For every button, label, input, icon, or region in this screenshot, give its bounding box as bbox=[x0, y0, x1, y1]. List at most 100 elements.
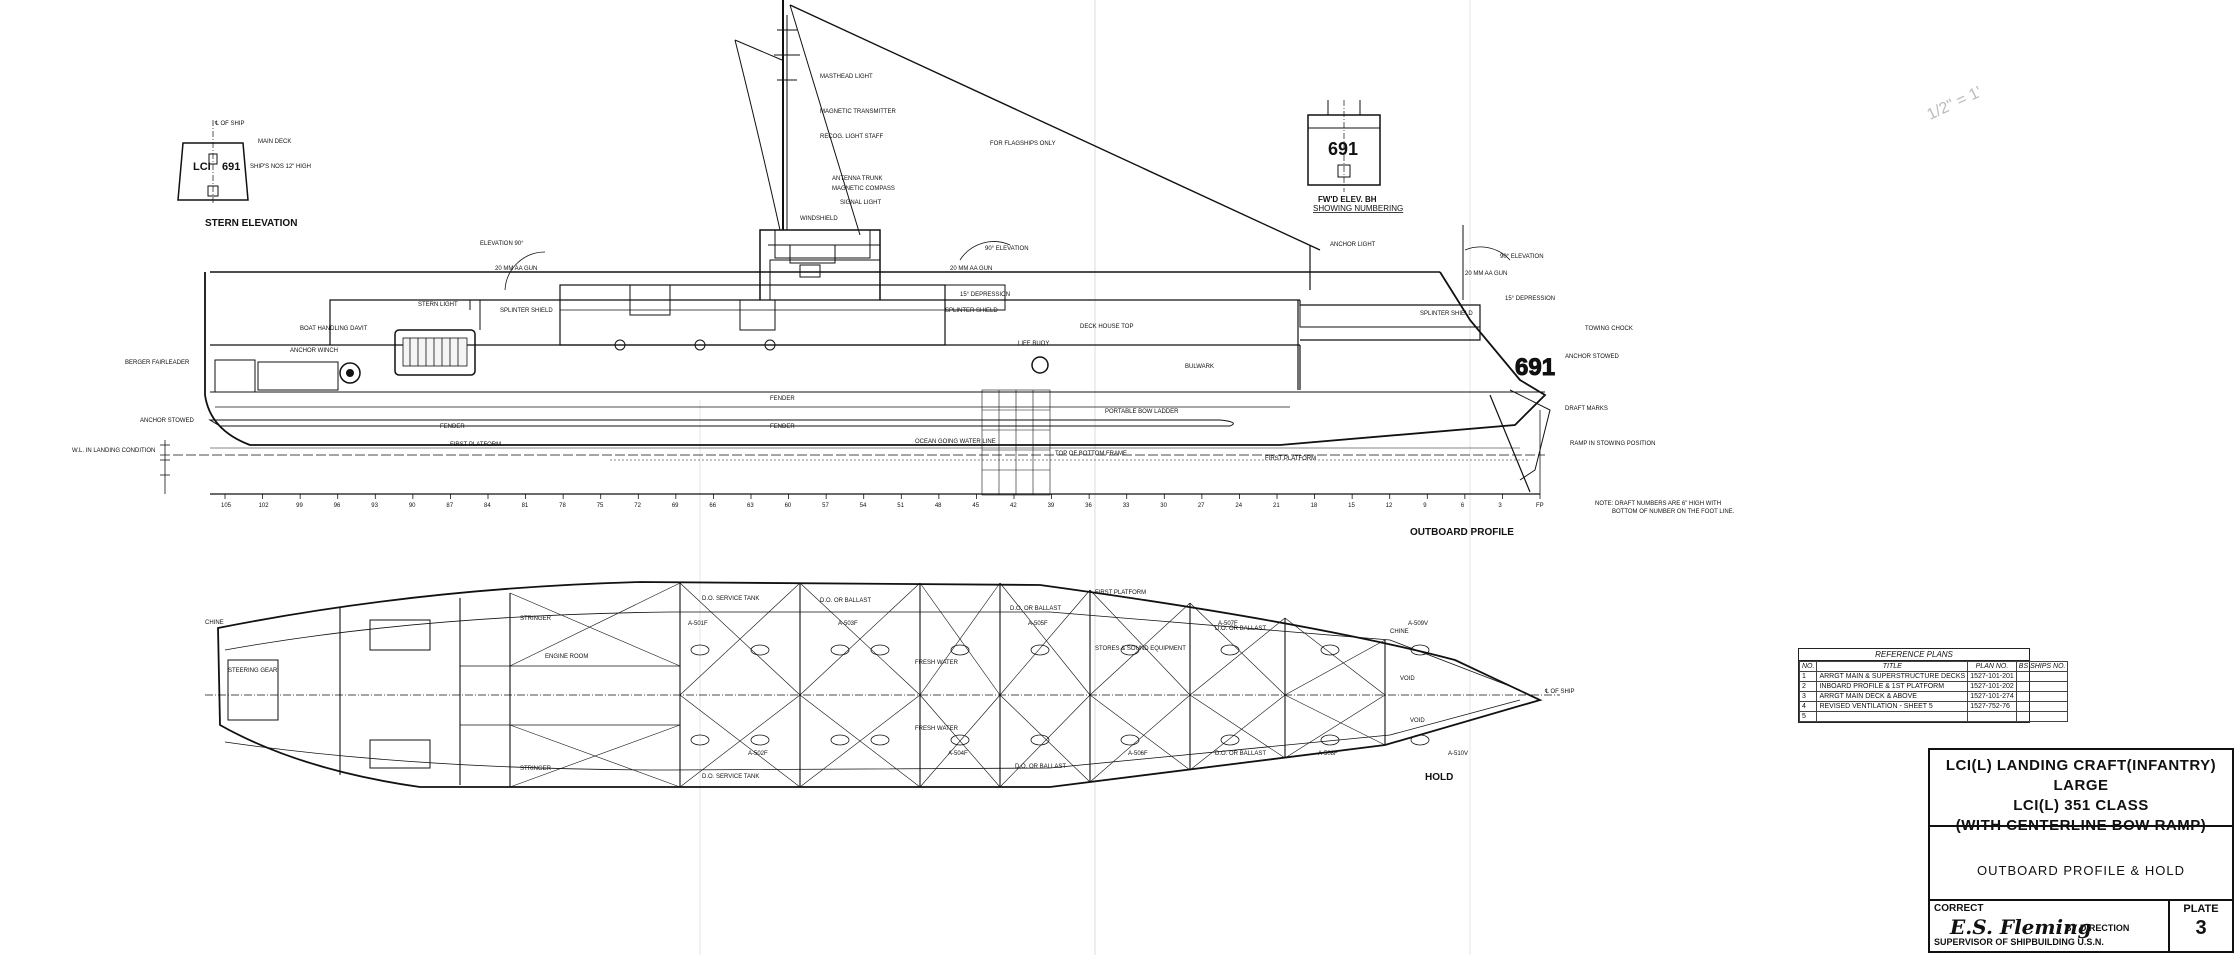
label-anchor-winch: ANCHOR WINCH bbox=[290, 348, 338, 354]
ref-col-plan: PLAN NO. bbox=[1967, 661, 2017, 672]
compartment-label: A-506F bbox=[1128, 751, 1148, 757]
reference-plan-row: 5 bbox=[1798, 711, 2069, 722]
label-fender-3: FENDER bbox=[770, 396, 795, 402]
hold-label-chine-2: CHINE bbox=[1390, 629, 1409, 635]
frame-number: 36 bbox=[1085, 503, 1092, 509]
frame-number: 42 bbox=[1010, 503, 1017, 509]
label-signal-light: SIGNAL LIGHT bbox=[840, 200, 881, 206]
frame-number: 105 bbox=[221, 503, 232, 509]
reference-plan-cell: REVISED VENTILATION - SHEET 5 bbox=[1816, 701, 1969, 712]
profile-bow-hull-number: 691 bbox=[1515, 354, 1555, 381]
hold-label-fresh-water-2: FRESH WATER bbox=[915, 726, 959, 732]
manhole bbox=[690, 644, 710, 656]
plate-number: 3 bbox=[2195, 917, 2207, 939]
stern-ships-nos-note: SHIP'S NOS 12" HIGH bbox=[250, 164, 311, 170]
frame-number: 39 bbox=[1048, 503, 1055, 509]
hold-label-stores: STORES & SOUND EQUIPMENT bbox=[1095, 646, 1186, 652]
frame-number: 75 bbox=[597, 503, 604, 509]
label-fender-2: FENDER bbox=[770, 424, 795, 430]
frame-number: 66 bbox=[709, 503, 716, 509]
manhole bbox=[870, 734, 890, 746]
reference-plans-title: REFERENCE PLANS bbox=[1799, 649, 2029, 661]
manhole bbox=[1220, 644, 1240, 656]
label-fender-1: FENDER bbox=[440, 424, 465, 430]
frame-number: 6 bbox=[1461, 503, 1465, 509]
hold-label-do-ballast-3: D.O. OR BALLAST bbox=[1215, 626, 1266, 632]
label-splinter-shield-right: SPLINTER SHIELD bbox=[1420, 311, 1473, 317]
reference-plan-cell bbox=[2015, 691, 2069, 702]
title-block-drawing: OUTBOARD PROFILE & HOLD bbox=[1930, 827, 2232, 938]
manhole bbox=[1410, 644, 1430, 656]
reference-plan-cell: 5 bbox=[1798, 711, 1818, 722]
stern-elevation-label: STERN ELEVATION bbox=[205, 218, 297, 229]
label-anchor-stowed: ANCHOR STOWED bbox=[140, 418, 195, 424]
hold-label-do-ballast-4: D.O. OR BALLAST bbox=[1015, 764, 1066, 770]
compartment-label: A-510V bbox=[1448, 751, 1468, 757]
frame-number: 48 bbox=[935, 503, 942, 509]
ref-col-title: TITLE bbox=[1816, 661, 1969, 672]
reference-plan-cell: ARRGT MAIN DECK & ABOVE bbox=[1816, 691, 1969, 702]
manhole bbox=[750, 644, 770, 656]
title-line-1: LCI(L) LANDING CRAFT(INFANTRY) LARGE bbox=[1945, 757, 2217, 794]
hold-label-cl: ℄ OF SHIP bbox=[1544, 689, 1575, 695]
label-ocean-going: OCEAN GOING WATER LINE bbox=[915, 439, 996, 445]
manhole bbox=[1030, 644, 1050, 656]
pencil-scale-note: 1/2" = 1' bbox=[1925, 84, 1985, 124]
label-deck-house: DECK HOUSE TOP bbox=[1080, 324, 1133, 330]
frame-number: 87 bbox=[446, 503, 453, 509]
hold-label-stringer-2: STRINGER bbox=[520, 766, 552, 772]
label-for-flagships: FOR FLAGSHIPS ONLY bbox=[990, 141, 1056, 147]
label-gun-right: 20 MM AA GUN bbox=[1465, 271, 1507, 277]
manhole bbox=[950, 734, 970, 746]
reference-plan-cell bbox=[2015, 711, 2069, 722]
reference-plan-cell: 1 bbox=[1798, 671, 1818, 682]
hold-label-engine-room: ENGINE ROOM bbox=[545, 654, 588, 660]
correct-label: CORRECT bbox=[1934, 903, 1984, 914]
label-splinter-shield-mid: SPLINTER SHIELD bbox=[945, 308, 998, 314]
frame-number: 81 bbox=[522, 503, 529, 509]
frame-number: 45 bbox=[972, 503, 979, 509]
label-boat-handling: BOAT HANDLING DAVIT bbox=[300, 326, 368, 332]
label-windshield: WINDSHIELD bbox=[800, 216, 838, 222]
manhole bbox=[690, 734, 710, 746]
hold-title: HOLD bbox=[1425, 772, 1453, 783]
label-anchor-light: ANCHOR LIGHT bbox=[1330, 242, 1376, 248]
hold-label-do-ballast-5: D.O. OR BALLAST bbox=[1215, 751, 1266, 757]
fwd-elevation-sub: SHOWING NUMBERING bbox=[1313, 204, 1403, 213]
label-gun-mid: 20 MM AA GUN bbox=[950, 266, 992, 272]
profile-note-1: NOTE: DRAFT NUMBERS ARE 6" HIGH WITH bbox=[1595, 501, 1721, 507]
compartment-label: A-509V bbox=[1408, 621, 1428, 627]
label-ramp-stowing: RAMP IN STOWING POSITION bbox=[1570, 441, 1655, 447]
hold-label-first-platform: FIRST PLATFORM bbox=[1095, 590, 1146, 596]
drawing-name: OUTBOARD PROFILE & HOLD bbox=[1977, 863, 2185, 878]
label-wl-landing: W.L. IN LANDING CONDITION bbox=[72, 448, 155, 454]
ref-col-no: NO. bbox=[1798, 661, 1818, 672]
reference-plan-cell: ARRGT MAIN & SUPERSTRUCTURE DECKS bbox=[1816, 671, 1969, 682]
manhole bbox=[830, 734, 850, 746]
label-stern-light: STERN LIGHT bbox=[418, 302, 458, 308]
stern-main-deck-note: MAIN DECK bbox=[258, 139, 291, 145]
supervisor-label: SUPERVISOR OF SHIPBUILDING U.S.N. bbox=[1934, 937, 2104, 947]
frame-number: 33 bbox=[1123, 503, 1130, 509]
reference-plan-cell bbox=[2015, 701, 2069, 712]
label-first-platform: FIRST PLATFORM bbox=[450, 442, 501, 448]
label-recog-light: RECOG. LIGHT STAFF bbox=[820, 134, 883, 140]
frame-number: 60 bbox=[785, 503, 792, 509]
manhole bbox=[830, 644, 850, 656]
hold-label-void-2: VOID bbox=[1410, 718, 1425, 724]
outboard-profile-title: OUTBOARD PROFILE bbox=[1410, 527, 1514, 538]
manhole bbox=[750, 734, 770, 746]
frame-number: 63 bbox=[747, 503, 754, 509]
title-block-main: LCI(L) LANDING CRAFT(INFANTRY) LARGE LCI… bbox=[1930, 750, 2232, 834]
hold-label-chine-1: CHINE bbox=[205, 620, 224, 626]
hold-label-do-ballast-2: D.O. OR BALLAST bbox=[1010, 606, 1061, 612]
frame-number: 15 bbox=[1348, 503, 1355, 509]
frame-number: 57 bbox=[822, 503, 829, 509]
reference-plan-cell bbox=[1816, 711, 1969, 722]
hold-compartment-labels: A-501FA-502FA-503FA-504FA-505FA-506FA-50… bbox=[688, 621, 1468, 757]
frame-number: 69 bbox=[672, 503, 679, 509]
hold-label-steering-gear: STEERING GEAR bbox=[228, 668, 278, 674]
